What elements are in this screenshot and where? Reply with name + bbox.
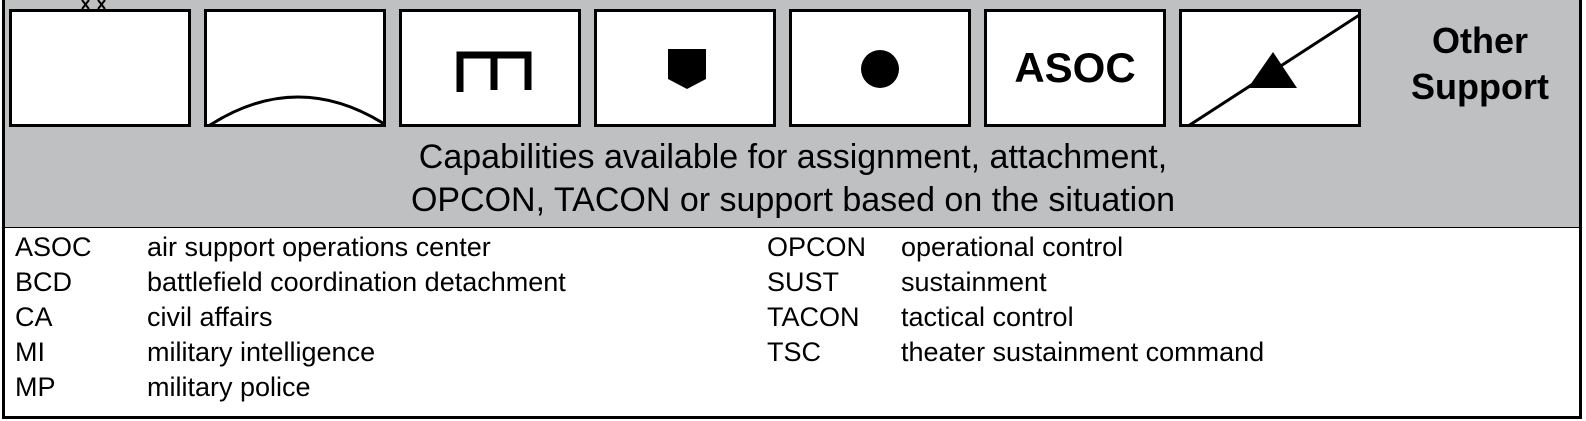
legend-abbr: CA: [15, 302, 53, 332]
engineer-icon: [456, 51, 532, 92]
legend-abbr: MI: [15, 337, 45, 367]
legend-def: civil affairs: [147, 302, 273, 332]
legend-abbr: BCD: [15, 267, 73, 297]
unit-frame-engineer: [399, 9, 581, 127]
filled-circle-icon: [861, 50, 899, 88]
caption-line2: OPCON, TACON or support based on the sit…: [410, 181, 1176, 219]
legend-abbr: ASOC: [15, 232, 92, 262]
unit-frame-blank: [9, 9, 191, 127]
legend-def: military police: [147, 372, 311, 402]
legend-abbr: SUST: [767, 267, 840, 297]
other-support-line1: Other: [1431, 20, 1528, 61]
legend-abbr: TSC: [767, 337, 821, 367]
legend-abbr: OPCON: [767, 232, 867, 262]
capabilities-caption: Capabilities available for assignment, a…: [0, 136, 1586, 222]
legend-def: tactical control: [901, 302, 1074, 332]
unit-frame-diagonal: [1179, 9, 1361, 127]
arc-icon: [209, 95, 383, 124]
other-support-label: Other Support: [1390, 18, 1570, 110]
shield-icon: [668, 49, 706, 89]
caption-line1: Capabilities available for assignment, a…: [418, 138, 1168, 176]
legend-def: air support operations center: [147, 232, 491, 262]
unit-frame-shield: [594, 9, 776, 127]
legend-abbr: TACON: [767, 302, 860, 332]
unit-frame-asoc: ASOC: [984, 9, 1166, 127]
asoc-symbol-label: ASOC: [1014, 44, 1136, 91]
legend-def: military intelligence: [147, 337, 376, 367]
other-support-line2: Support: [1411, 66, 1549, 107]
unit-frame-circle: [789, 9, 971, 127]
unit-frame-arc: [204, 9, 386, 127]
diagonal-triangle-icon: [1188, 14, 1358, 124]
legend-def: theater sustainment command: [901, 337, 1265, 367]
legend-def: sustainment: [901, 267, 1047, 297]
echelon-marker-icon: [81, 0, 106, 10]
legend-def: battlefield coordination detachment: [147, 267, 566, 297]
abbreviation-legend: ASOC air support operations center BCD b…: [2, 228, 1582, 419]
legend-abbr: MP: [15, 372, 56, 402]
legend-def: operational control: [901, 232, 1124, 262]
